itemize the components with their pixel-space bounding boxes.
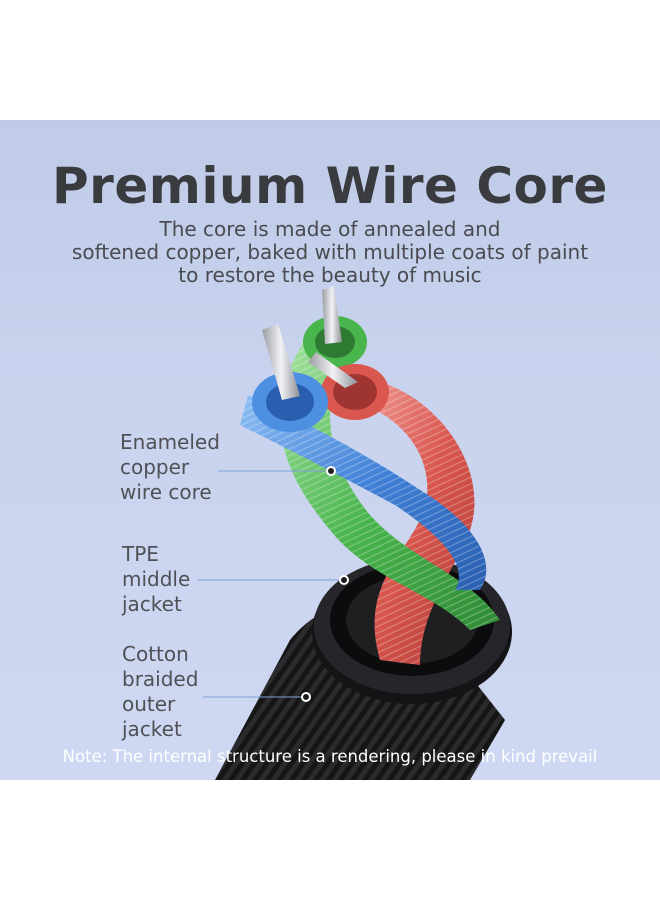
rendering-disclaimer: Note: The internal structure is a render… — [62, 747, 598, 766]
page-title: Premium Wire Core — [52, 157, 608, 215]
subtitle-line-1: The core is made of annealed and — [159, 217, 501, 241]
subtitle-line-2: softened copper, baked with multiple coa… — [71, 240, 589, 264]
callout-line: TPE — [122, 542, 159, 566]
subtitle: The core is made of annealed and softene… — [30, 218, 630, 287]
callout-line: wire core — [120, 480, 212, 504]
callout-enameled-copper-core: Enameled copper wire core — [120, 430, 220, 505]
cable-cross-section-illustration — [198, 286, 512, 780]
callout-line: outer — [122, 692, 176, 716]
callout-line: jacket — [122, 717, 182, 741]
product-banner: Premium Wire Core The core is made of an… — [0, 120, 660, 780]
callout-line: Cotton — [122, 642, 189, 666]
subtitle-line-3: to restore the beauty of music — [178, 263, 482, 287]
callout-line: Enameled — [120, 430, 220, 454]
callout-cotton-braided-jacket: Cotton braided outer jacket — [122, 642, 198, 742]
callout-line: braided — [122, 667, 199, 691]
callout-line: copper — [120, 455, 190, 479]
callout-line: middle — [122, 567, 191, 591]
callout-line: jacket — [122, 592, 182, 616]
callout-tpe-middle-jacket: TPE middle jacket — [122, 542, 190, 617]
